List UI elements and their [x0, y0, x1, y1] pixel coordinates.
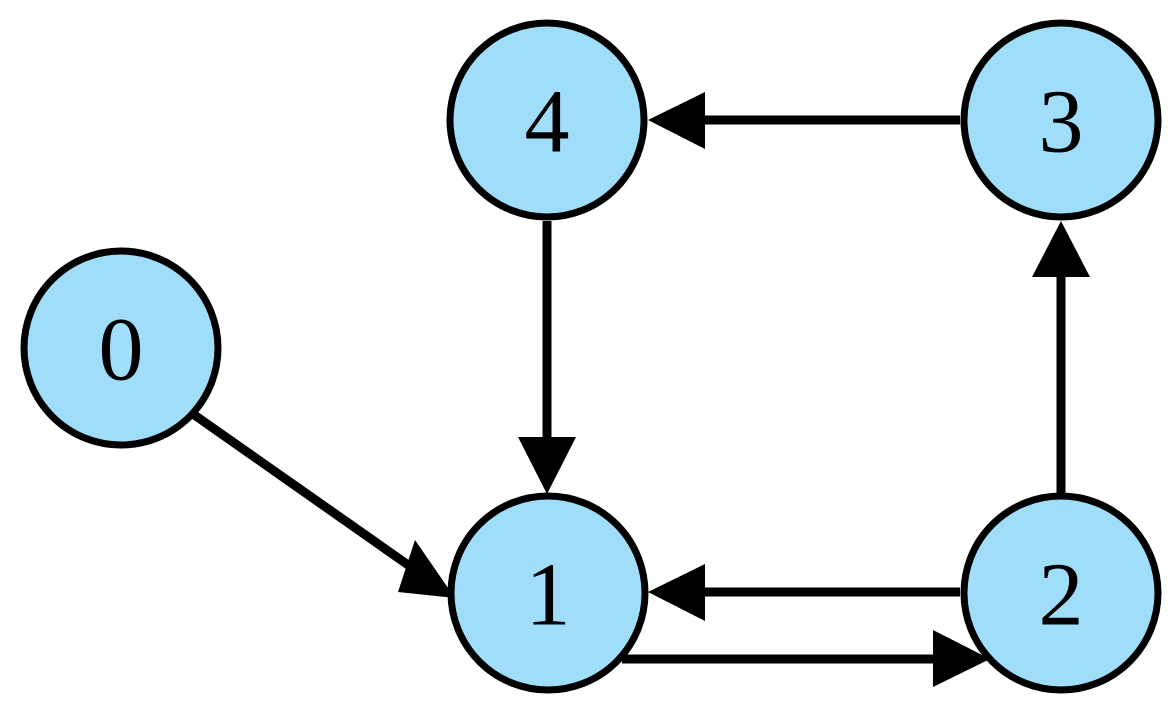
edge-4-to-1[interactable] — [518, 221, 576, 494]
node-1[interactable]: 1 — [447, 492, 649, 694]
arrowhead-icon — [518, 437, 576, 494]
node-0[interactable]: 0 — [20, 247, 222, 449]
nodes-layer: 0 1 2 3 4 — [20, 19, 1162, 694]
edge-0-to-1-line — [190, 410, 414, 571]
node-4-label: 4 — [525, 73, 570, 172]
node-0-label: 0 — [99, 301, 144, 400]
edge-1-to-2[interactable] — [622, 630, 990, 687]
node-4[interactable]: 4 — [446, 19, 648, 221]
edge-0-to-1[interactable] — [190, 410, 455, 598]
node-1-circle[interactable] — [447, 492, 649, 694]
edge-3-to-4[interactable] — [648, 92, 960, 149]
node-3-label: 3 — [1039, 73, 1084, 172]
node-1-label: 1 — [526, 546, 571, 645]
node-2-label: 2 — [1039, 546, 1084, 645]
arrowhead-icon — [933, 630, 990, 687]
arrowhead-icon — [1032, 221, 1090, 277]
node-3[interactable]: 3 — [960, 19, 1162, 221]
node-0-circle[interactable] — [20, 247, 222, 449]
edges-layer — [190, 92, 1090, 687]
edge-2-to-3[interactable] — [1032, 221, 1090, 494]
node-2[interactable]: 2 — [960, 492, 1162, 694]
node-4-circle[interactable] — [446, 19, 648, 221]
arrowhead-icon — [648, 92, 705, 149]
node-2-circle[interactable] — [960, 492, 1162, 694]
arrowhead-icon — [398, 540, 455, 598]
node-3-circle[interactable] — [960, 19, 1162, 221]
edge-2-to-1[interactable] — [648, 564, 960, 621]
arrowhead-icon — [648, 564, 705, 621]
